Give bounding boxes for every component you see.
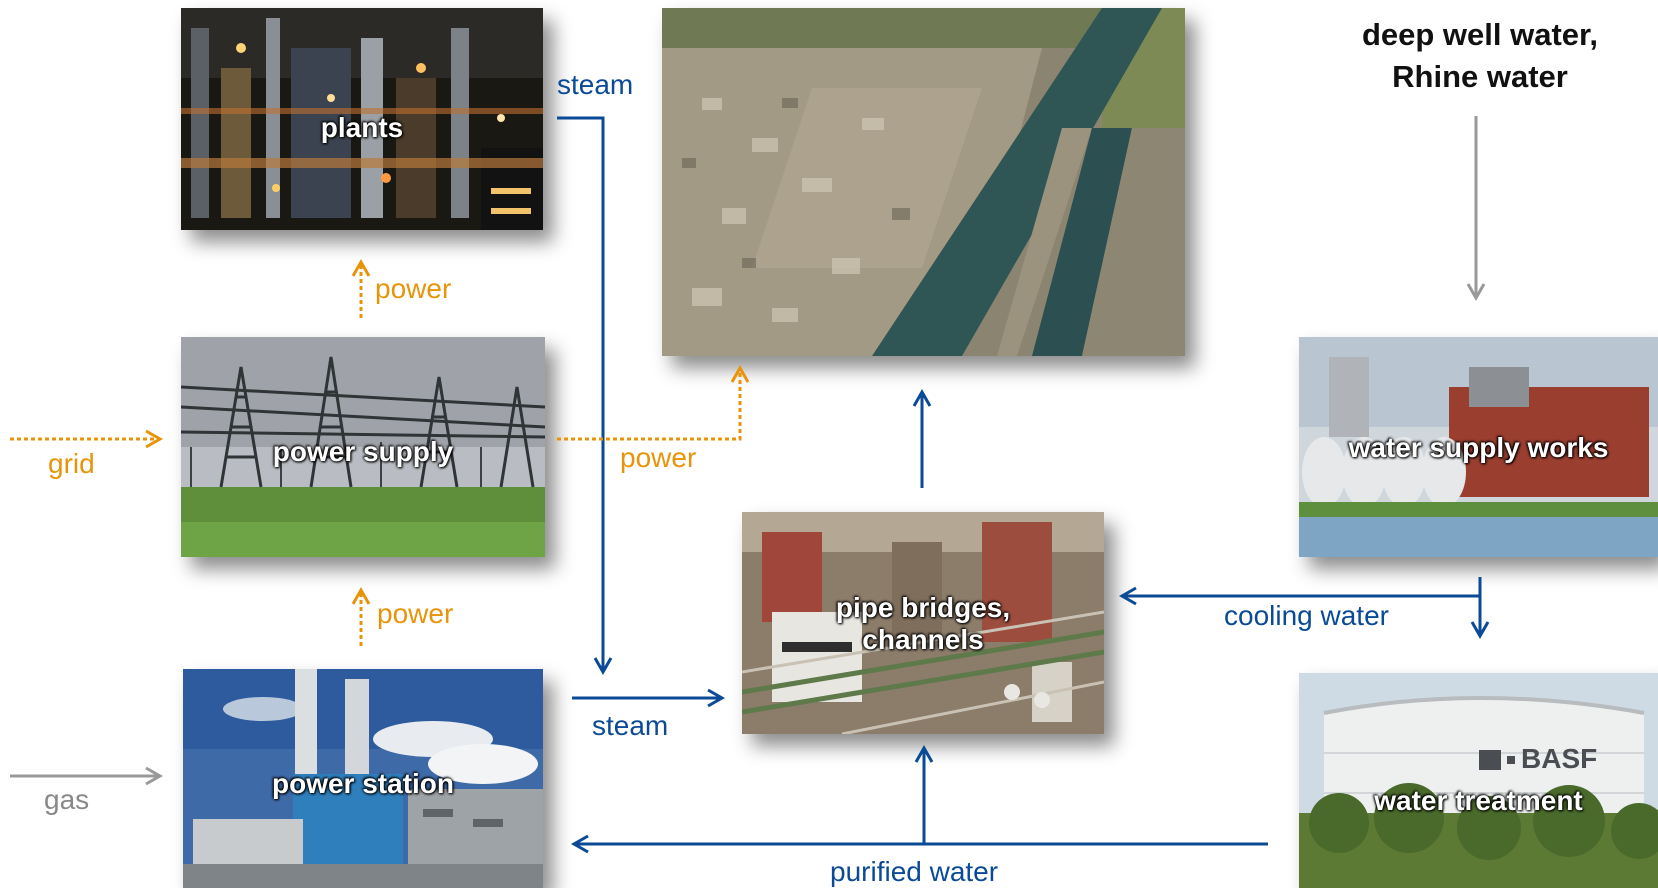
power-supply-label: power supply: [272, 436, 454, 467]
power-label-right: power: [620, 442, 697, 473]
power-station-photo: [183, 669, 543, 888]
water-treatment-photo: [1299, 673, 1658, 888]
cooling-water-label: cooling water: [1224, 600, 1389, 631]
water-treatment-label: water treatment: [1374, 785, 1583, 816]
steam-label-top: steam: [557, 69, 634, 100]
power-supply-photo: [181, 337, 545, 557]
pipe-bridges-label: pipe bridges, channels: [835, 592, 1011, 655]
gas-label: gas: [44, 784, 90, 815]
pipe-bridges-photo: [742, 512, 1104, 734]
steam-label-bottom: steam: [592, 710, 669, 741]
site-aerial-photo: [662, 8, 1185, 356]
pipe-bridges-node: pipe bridges, channels: [742, 512, 1104, 734]
site-aerial-node: [662, 8, 1185, 356]
water-supply-works-label: water supply works: [1348, 432, 1609, 463]
power-station-node: power station: [183, 669, 543, 888]
basf-logo: BASF: [1479, 743, 1597, 775]
power-label-bottom: power: [377, 598, 454, 629]
water-source-label: deep well water, Rhine water: [1361, 17, 1599, 94]
plants-label: plants: [320, 112, 404, 143]
water-supply-works-node: water supply works: [1299, 337, 1658, 557]
power-to-site-arrow: [557, 364, 750, 441]
water-treatment-node: BASF water treatment: [1299, 673, 1658, 888]
steam-flow-arrow: [557, 116, 613, 676]
power-station-label: power station: [271, 768, 454, 799]
purified-water-label: purified water: [830, 856, 999, 887]
plants-photo: [181, 8, 543, 230]
grid-label: grid: [48, 448, 95, 479]
water-supply-works-photo: [1299, 337, 1658, 557]
basf-logo-text: BASF: [1521, 743, 1598, 774]
plants-node: plants: [181, 8, 543, 230]
power-supply-node: power supply: [181, 337, 545, 557]
power-label-top: power: [375, 273, 452, 304]
